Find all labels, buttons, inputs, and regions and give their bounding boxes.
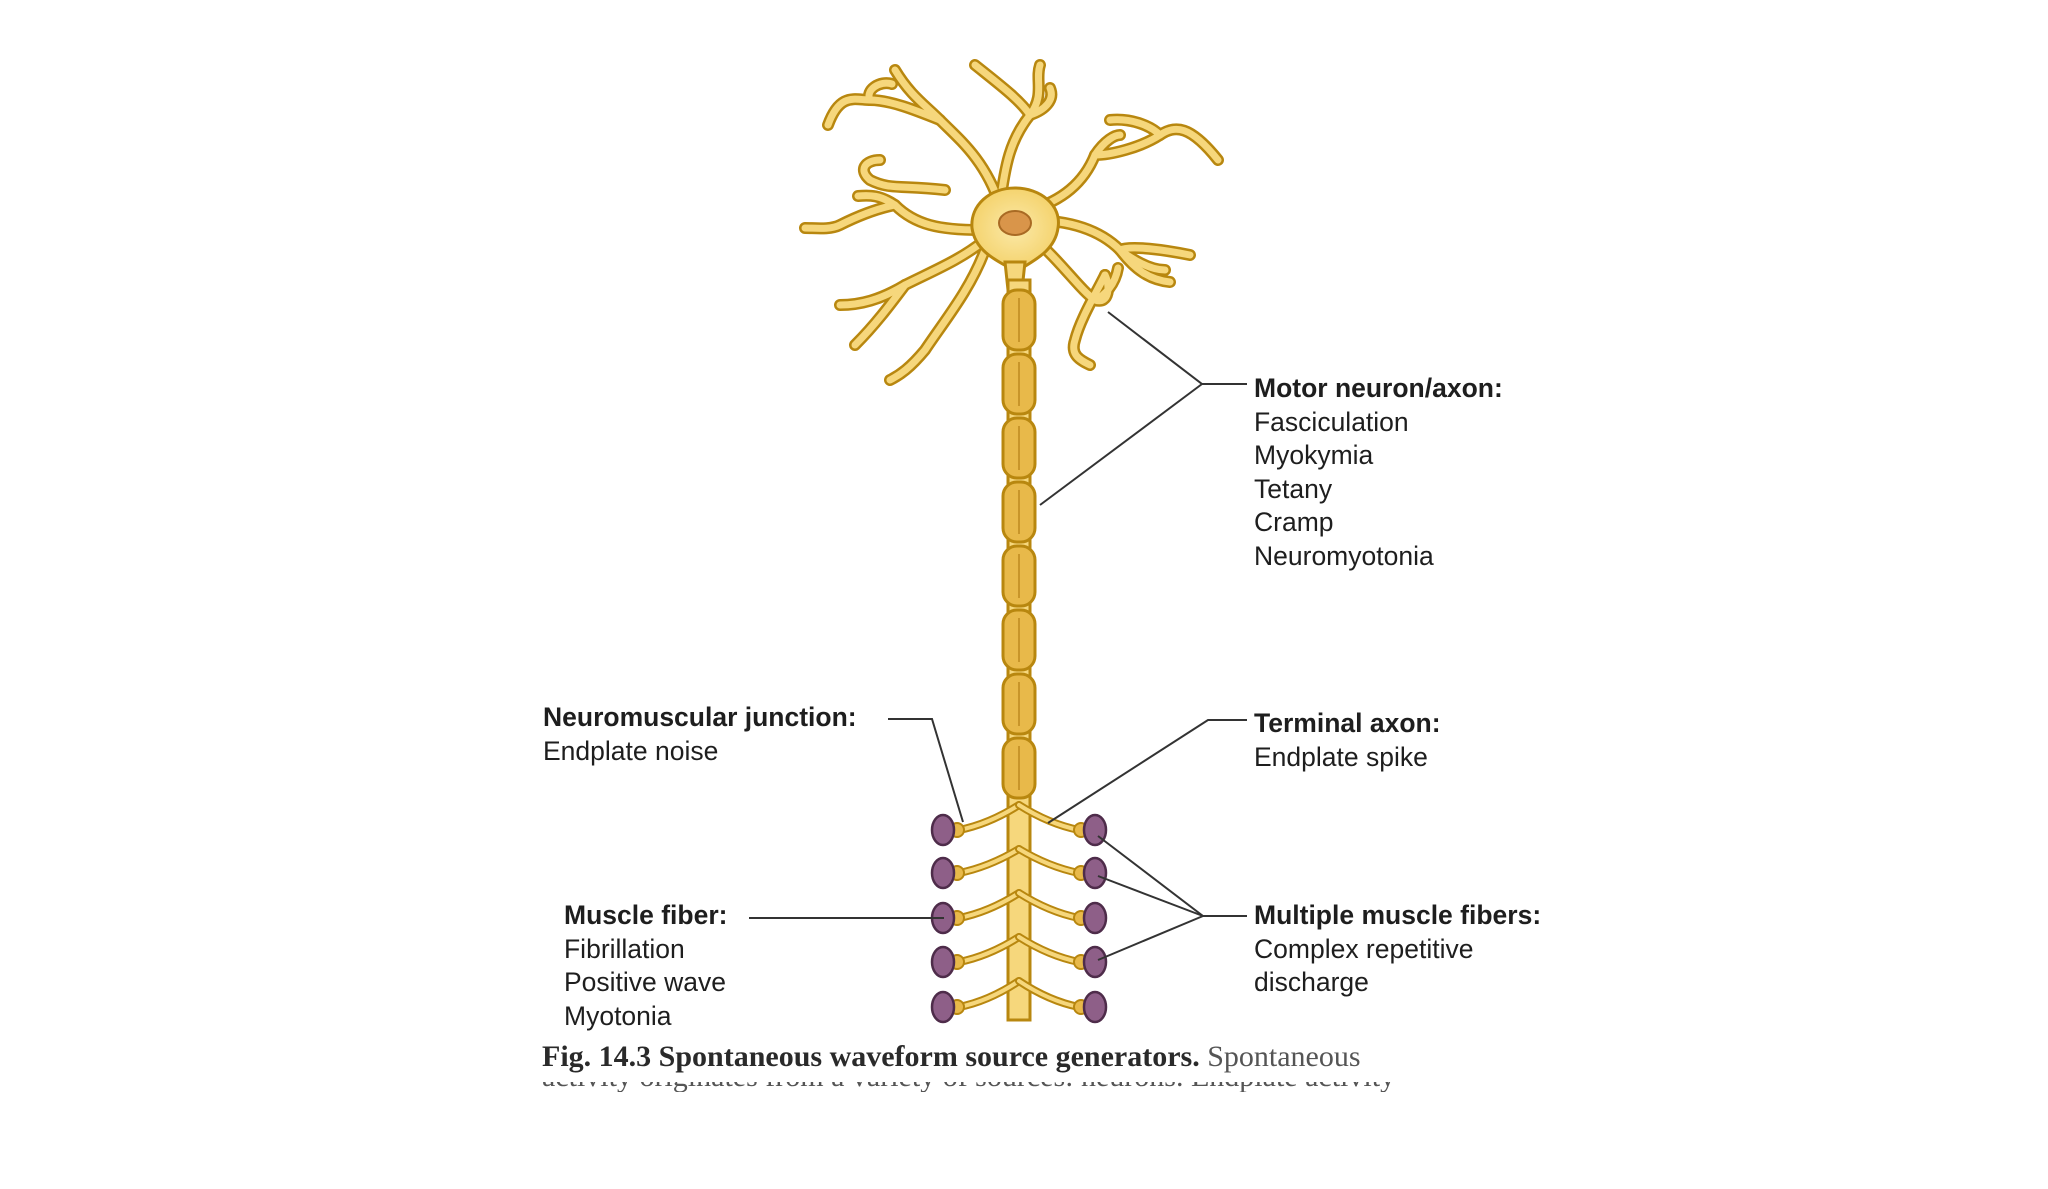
- caption-title: Fig. 14.3 Spontaneous waveform source ge…: [542, 1040, 1200, 1073]
- muscle-endplate: [930, 990, 956, 1024]
- myelin-sheath: [1001, 288, 1037, 800]
- nmj-heading: Neuromuscular junction:: [543, 702, 857, 732]
- dendrites: [799, 59, 1224, 386]
- leader-motor-upper: [1107, 311, 1247, 385]
- terminal-heading: Terminal axon:: [1254, 708, 1441, 738]
- muscle-fiber-label: Muscle fiber: Fibrillation Positive wave…: [564, 899, 727, 1033]
- multi-item: Complex repetitive: [1254, 933, 1474, 964]
- motor-neuron-heading: Motor neuron/axon:: [1254, 373, 1503, 403]
- cell-body: [970, 186, 1060, 270]
- muscle-endplate: [1082, 945, 1108, 979]
- muscle-endplate: [1082, 901, 1108, 935]
- fiber-item: Fibrillation: [564, 933, 685, 964]
- fiber-heading: Muscle fiber:: [564, 900, 728, 930]
- leader-multi-lower: [1097, 915, 1204, 961]
- multi-heading: Multiple muscle fibers:: [1254, 900, 1542, 930]
- caption-next-line: activity originates from a variety of so…: [542, 1082, 1562, 1092]
- neuromuscular-junction-label: Neuromuscular junction: Endplate noise: [543, 701, 857, 768]
- fiber-item: Myotonia: [564, 1000, 672, 1031]
- motor-item: Cramp: [1254, 507, 1334, 537]
- motor-item: Myokymia: [1254, 440, 1374, 470]
- muscle-endplate: [930, 945, 956, 979]
- muscle-endplate: [1082, 990, 1108, 1024]
- nmj-item: Endplate noise: [543, 735, 719, 766]
- nucleus: [998, 210, 1032, 236]
- muscle-endplate: [1082, 856, 1108, 890]
- caption-cut-line: activity originates from a variety of so…: [542, 1082, 1562, 1092]
- muscle-endplate: [930, 856, 956, 890]
- motor-item: Fasciculation: [1254, 406, 1409, 437]
- muscle-endplate: [930, 813, 956, 847]
- motor-neuron-label: Motor neuron/axon: Fasciculation Myokymi…: [1254, 372, 1503, 573]
- terminal-axon-label: Terminal axon: Endplate spike: [1254, 707, 1441, 774]
- multiple-muscle-fibers-label: Multiple muscle fibers: Complex repetiti…: [1254, 899, 1541, 1000]
- leader-motor-lower: [1039, 383, 1203, 506]
- figure-caption: Fig. 14.3 Spontaneous waveform source ge…: [542, 1040, 1361, 1074]
- multi-item: discharge: [1254, 967, 1369, 997]
- leader-multi-mid: [1097, 875, 1204, 917]
- leader-nmj: [888, 718, 964, 823]
- motor-item: Neuromyotonia: [1254, 540, 1434, 571]
- leader-terminal: [1047, 719, 1247, 824]
- motor-item: Tetany: [1254, 473, 1333, 504]
- leader-lines: [749, 311, 1247, 961]
- caption-text: Spontaneous: [1207, 1040, 1361, 1073]
- fiber-item: Positive wave: [564, 967, 727, 997]
- terminal-item: Endplate spike: [1254, 741, 1428, 772]
